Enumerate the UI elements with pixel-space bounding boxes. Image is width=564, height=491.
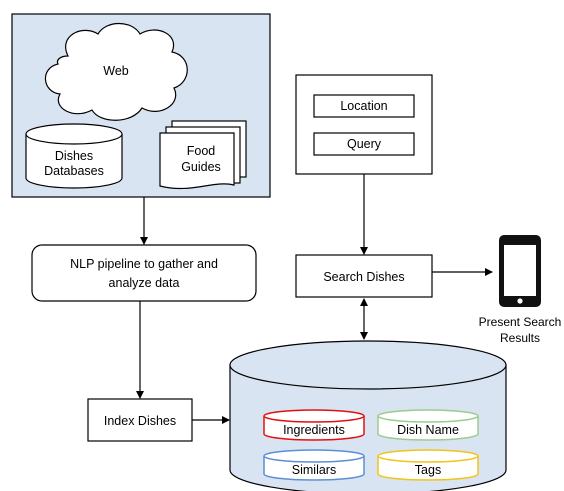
data-sources-panel: Web Dishes Databases Food Guides [11, 13, 271, 198]
dishes-databases-icon: Dishes Databases [25, 123, 123, 189]
web-label: Web [103, 64, 129, 78]
dish-database: Ingredients Dish Name Similars Tags [229, 340, 507, 491]
present-results-label-line1: Present Search [479, 315, 562, 329]
query-box: Query [313, 132, 415, 156]
dishes-databases-label-line2: Databases [44, 164, 104, 178]
user-input-panel: Location Query [295, 74, 433, 175]
smartphone-icon [499, 235, 541, 307]
tags-field: Tags [377, 449, 479, 481]
ingredients-label: Ingredients [283, 423, 345, 437]
ingredients-field: Ingredients [263, 409, 365, 441]
nlp-pipeline-label-line2: analyze data [109, 276, 180, 290]
web-cloud-icon: Web [44, 22, 188, 121]
food-guides-documents-icon: Food Guides [159, 120, 247, 190]
dish-name-field: Dish Name [377, 409, 479, 441]
present-results-label-line2: Results [500, 331, 540, 345]
nlp-pipeline-label-line1: NLP pipeline to gather and [70, 257, 218, 271]
flow-arrows [136, 174, 493, 424]
nlp-pipeline-node: NLP pipeline to gather and analyze data [31, 244, 257, 302]
query-label: Query [347, 137, 382, 151]
index-dishes-node: Index Dishes [87, 398, 193, 442]
search-dishes-label: Search Dishes [323, 270, 404, 284]
food-guides-label-line1: Food [187, 144, 216, 158]
dishes-databases-label-line1: Dishes [55, 149, 93, 163]
location-label: Location [340, 99, 387, 113]
search-dishes-node: Search Dishes [295, 254, 433, 298]
index-dishes-label: Index Dishes [104, 414, 176, 428]
location-box: Location [313, 94, 415, 118]
similars-field: Similars [263, 449, 365, 481]
dish-name-label: Dish Name [397, 423, 459, 437]
similars-label: Similars [292, 463, 336, 477]
tags-label: Tags [415, 463, 441, 477]
food-guides-label-line2: Guides [181, 160, 221, 174]
present-results-node: Present Search Results [479, 235, 562, 345]
